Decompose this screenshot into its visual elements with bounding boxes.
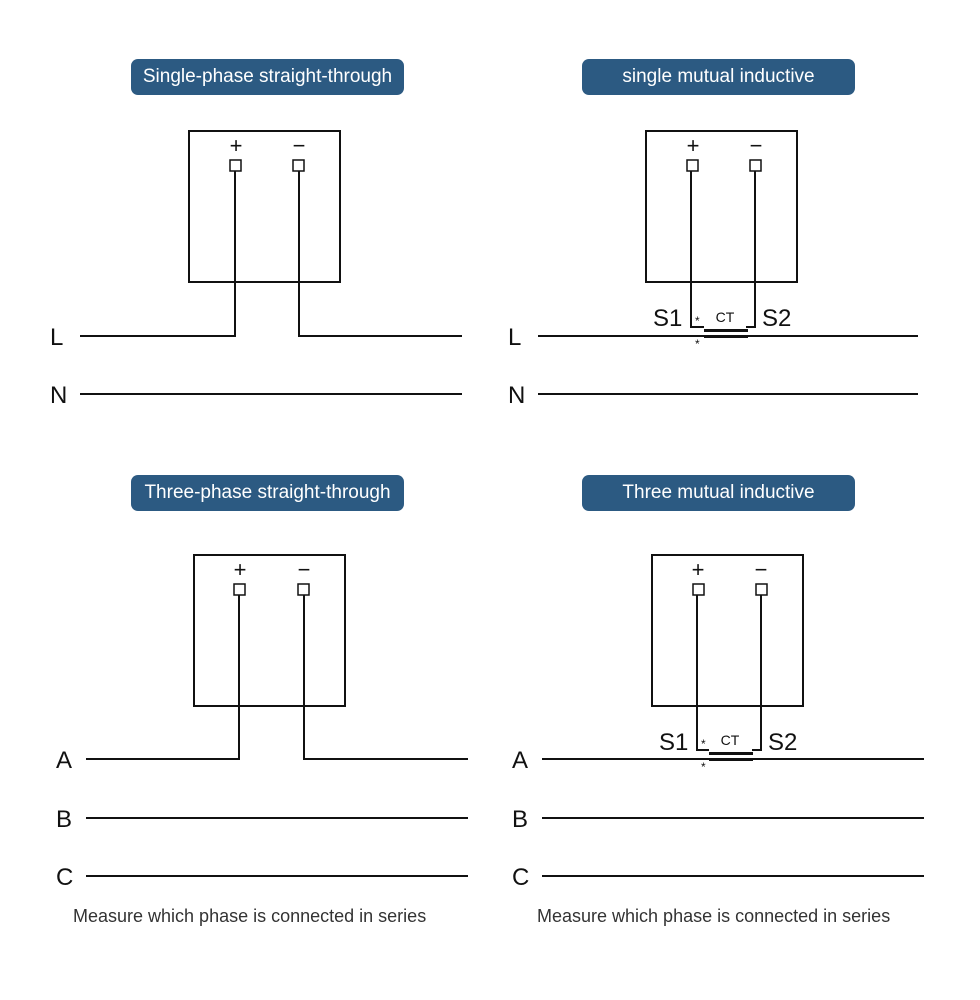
s1-label: S1	[659, 729, 688, 756]
plus-label: +	[692, 557, 705, 582]
line-label-a: A	[512, 747, 528, 774]
terminal-minus	[292, 159, 305, 172]
plus-label: +	[687, 133, 700, 158]
ct-core	[709, 758, 753, 761]
polarity-dot: *	[701, 760, 706, 774]
ct-core	[704, 329, 748, 332]
plus-label: +	[230, 133, 243, 158]
terminal-plus	[686, 159, 699, 172]
s1-label: S1	[653, 305, 682, 332]
panel-three-straight-through	[86, 554, 468, 877]
wire-plus-to-s1	[696, 595, 709, 751]
panel-single-straight-through	[80, 130, 462, 395]
line-label-l: L	[508, 324, 521, 351]
title-single-mutual-inductive: single mutual inductive	[582, 59, 855, 95]
wire-plus-to-l	[80, 171, 236, 337]
polarity-dot: *	[695, 337, 700, 351]
panel-single-mutual-inductive	[538, 130, 918, 395]
wire-plus-to-s1	[690, 171, 704, 328]
caption-three-straight-through: Measure which phase is connected in seri…	[73, 906, 427, 926]
line-label-b: B	[512, 806, 528, 833]
line-label-b: B	[56, 806, 72, 833]
line-label-c: C	[512, 864, 529, 891]
ct-core	[704, 335, 748, 338]
line-label-n: N	[50, 382, 67, 409]
title-three-mutual-inductive: Three mutual inductive	[582, 475, 855, 511]
meter-box	[645, 130, 798, 283]
wire-minus-to-s2	[752, 595, 762, 751]
wire-minus-to-a	[303, 595, 468, 760]
line-label-c: C	[56, 864, 73, 891]
ct-label: CT	[716, 309, 735, 325]
minus-label: −	[293, 133, 306, 158]
minus-label: −	[755, 557, 768, 582]
meter-box	[188, 130, 341, 283]
ct-core	[709, 752, 753, 755]
meter-box	[193, 554, 346, 707]
wire-minus-to-s2	[746, 171, 756, 328]
plus-label: +	[234, 557, 247, 582]
terminal-minus	[755, 583, 768, 596]
panel-three-mutual-inductive	[542, 554, 924, 877]
minus-label: −	[750, 133, 763, 158]
s2-label: S2	[762, 305, 791, 332]
meter-box	[651, 554, 804, 707]
terminal-minus	[297, 583, 310, 596]
terminal-minus	[749, 159, 762, 172]
caption-three-mutual-inductive: Measure which phase is connected in seri…	[537, 906, 891, 926]
line-label-n: N	[508, 382, 525, 409]
wire-minus-to-l	[298, 171, 462, 337]
ct-label: CT	[721, 732, 740, 748]
line-label-a: A	[56, 747, 72, 774]
minus-label: −	[298, 557, 311, 582]
terminal-plus	[233, 583, 246, 596]
polarity-dot: *	[701, 737, 706, 751]
title-three-straight-through: Three-phase straight-through	[131, 475, 404, 511]
s2-label: S2	[768, 729, 797, 756]
wire-plus-to-a	[86, 595, 240, 760]
title-single-straight-through: Single-phase straight-through	[131, 59, 404, 95]
polarity-dot: *	[695, 314, 700, 328]
terminal-plus	[692, 583, 705, 596]
terminal-plus	[229, 159, 242, 172]
line-label-l: L	[50, 324, 63, 351]
